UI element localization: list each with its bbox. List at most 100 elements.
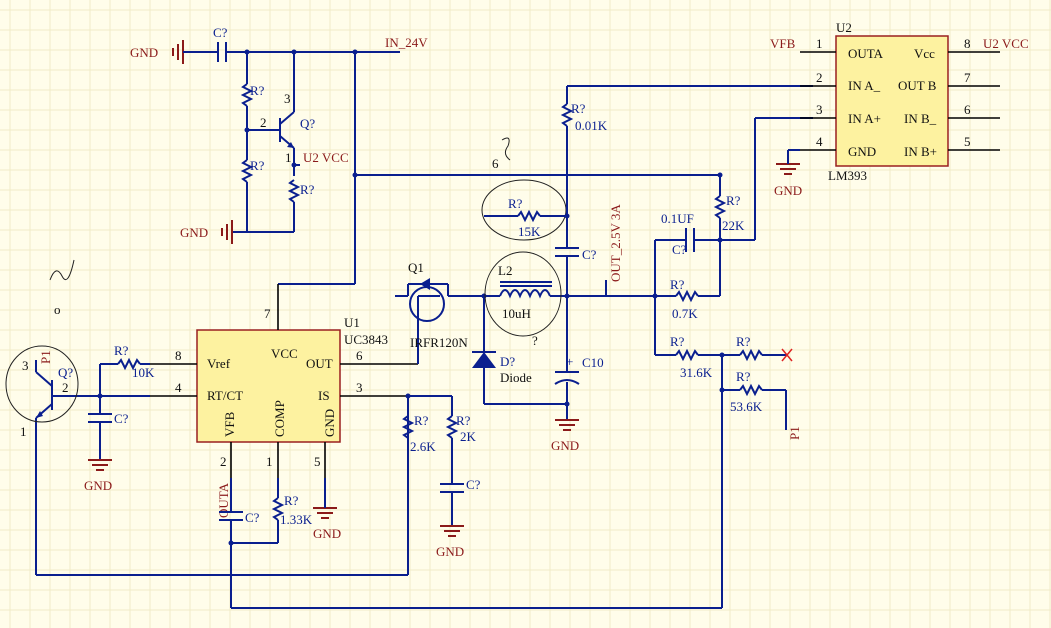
- r26k-value: 2.6K: [410, 439, 436, 454]
- q-collector-leg: [279, 111, 295, 125]
- junction: [652, 293, 658, 299]
- r07k-value: 0.7K: [672, 306, 698, 321]
- r2-label: R?: [250, 158, 265, 173]
- capacitor-top: [217, 42, 355, 62]
- u1-pinnum-comp: 1: [266, 454, 273, 469]
- gnd-label-top: GND: [130, 45, 158, 60]
- q-pin1: 1: [285, 150, 292, 165]
- u1-pinnum-out: 6: [356, 348, 363, 363]
- c-top-label: C?: [213, 25, 228, 40]
- u2-pinnum-8: 8: [964, 36, 971, 51]
- q1-part: IRFR120N: [410, 335, 468, 350]
- junction: [291, 49, 297, 55]
- gnd-label-out: GND: [551, 438, 579, 453]
- u1-pinnum-vcc: 7: [264, 306, 271, 321]
- u2-pinnum-7: 7: [964, 70, 971, 85]
- c-is-label: C?: [466, 477, 481, 492]
- resistor-2-6k: [401, 415, 415, 439]
- c01uf-value: 0.1UF: [661, 211, 694, 226]
- q1-circle: [409, 286, 445, 322]
- u1-part: UC3843: [344, 332, 388, 347]
- junction: [405, 393, 411, 399]
- annotation-q: ?: [532, 333, 538, 348]
- u2-pinnum-2: 2: [816, 70, 823, 85]
- l2-value: 10uH: [502, 306, 531, 321]
- gnd-symbol-u1: [313, 478, 337, 519]
- junction: [97, 393, 103, 399]
- rnc-label: R?: [736, 334, 751, 349]
- p1-left-label: P1: [38, 350, 53, 364]
- q1-designator: Q1: [408, 260, 424, 275]
- u1-pinnum-vref: 8: [175, 348, 182, 363]
- u2-pinnum-1: 1: [816, 36, 823, 51]
- gnd-symbol-ct: [88, 459, 112, 471]
- resistor-31-6k: [675, 348, 699, 362]
- in24v-label: IN_24V: [385, 35, 428, 50]
- u1-pin-rtct: RT/CT: [207, 388, 243, 403]
- annotation-circle-q: [5, 345, 79, 423]
- junction: [244, 49, 250, 55]
- u1-pin-comp: COMP: [272, 400, 287, 437]
- rsense-value: 0.01K: [575, 118, 608, 133]
- vfb-net-label: VFB: [770, 36, 796, 51]
- u2-designator: U2: [836, 20, 852, 35]
- r10k-label: R?: [114, 343, 129, 358]
- u1-body[interactable]: [196, 329, 341, 443]
- u2-pin-ina-n: IN A_: [848, 78, 881, 93]
- u2-part: LM393: [828, 168, 867, 183]
- gnd-symbol-is: [440, 525, 464, 537]
- u1-pin-out: OUT: [306, 356, 333, 371]
- u1-pin-vcc: VCC: [271, 346, 298, 361]
- gnd-label-u1: GND: [313, 526, 341, 541]
- annotation-circle-l2: [484, 251, 562, 337]
- junction: [352, 49, 358, 55]
- u2-pinnum-5: 5: [964, 134, 971, 149]
- junction: [564, 401, 570, 407]
- gnd-symbol-top: [172, 40, 218, 64]
- u2vcc-left-label: U2 VCC: [303, 150, 349, 165]
- q1-body-diode: [420, 278, 430, 290]
- u1-pinnum-is: 3: [356, 380, 363, 395]
- r22k-label: R?: [726, 193, 741, 208]
- r07k-label: R?: [670, 277, 685, 292]
- q-pin2: 2: [260, 115, 267, 130]
- u2-pin-inb-n: IN B_: [904, 111, 937, 126]
- u2-pin-outa: OUTA: [848, 46, 884, 61]
- diode-body: [472, 352, 496, 368]
- gnd-symbol-u2: [776, 150, 800, 175]
- u2-pinnum-6: 6: [964, 102, 971, 117]
- gnd-symbol-out: [555, 419, 579, 431]
- q-label: Q?: [300, 116, 315, 131]
- junction: [719, 387, 725, 393]
- gnd-label-mid: GND: [180, 225, 208, 240]
- gnd-symbol-mid: [221, 220, 233, 244]
- resistor-53-6k: [739, 383, 763, 397]
- r536k-value: 53.6K: [730, 399, 763, 414]
- u1-designator: U1: [344, 315, 360, 330]
- u2-pin-vcc: Vcc: [914, 46, 935, 61]
- u1-pin-gnd: GND: [322, 409, 337, 437]
- gnd-label-ct: GND: [84, 478, 112, 493]
- u2-body[interactable]: [835, 35, 949, 167]
- u2vcc-right-label: U2 VCC: [983, 36, 1029, 51]
- u2-pin-ina-p: IN A+: [848, 111, 881, 126]
- p1-right-label: P1: [787, 426, 802, 440]
- r15k-value: 15K: [518, 224, 541, 239]
- resistor-22k: [713, 195, 727, 219]
- no-connect-icon: [781, 348, 793, 362]
- annotation-6: 6: [492, 156, 499, 171]
- c01uf-label: C?: [672, 242, 687, 257]
- r10k-value: 10K: [132, 365, 155, 380]
- resistor-0-01k: [560, 103, 574, 127]
- resistor-2k: [445, 415, 459, 439]
- outa-label: OUTA: [216, 482, 231, 518]
- u1-pinnum-vfb: 2: [220, 454, 227, 469]
- r2k-label: R?: [456, 413, 471, 428]
- inductor-l2: [499, 289, 551, 299]
- cout-label: C?: [582, 247, 597, 262]
- annotation-scribble: [49, 259, 75, 281]
- junction: [228, 540, 234, 546]
- r15k-label: R?: [508, 196, 523, 211]
- q-pin3: 3: [284, 91, 291, 106]
